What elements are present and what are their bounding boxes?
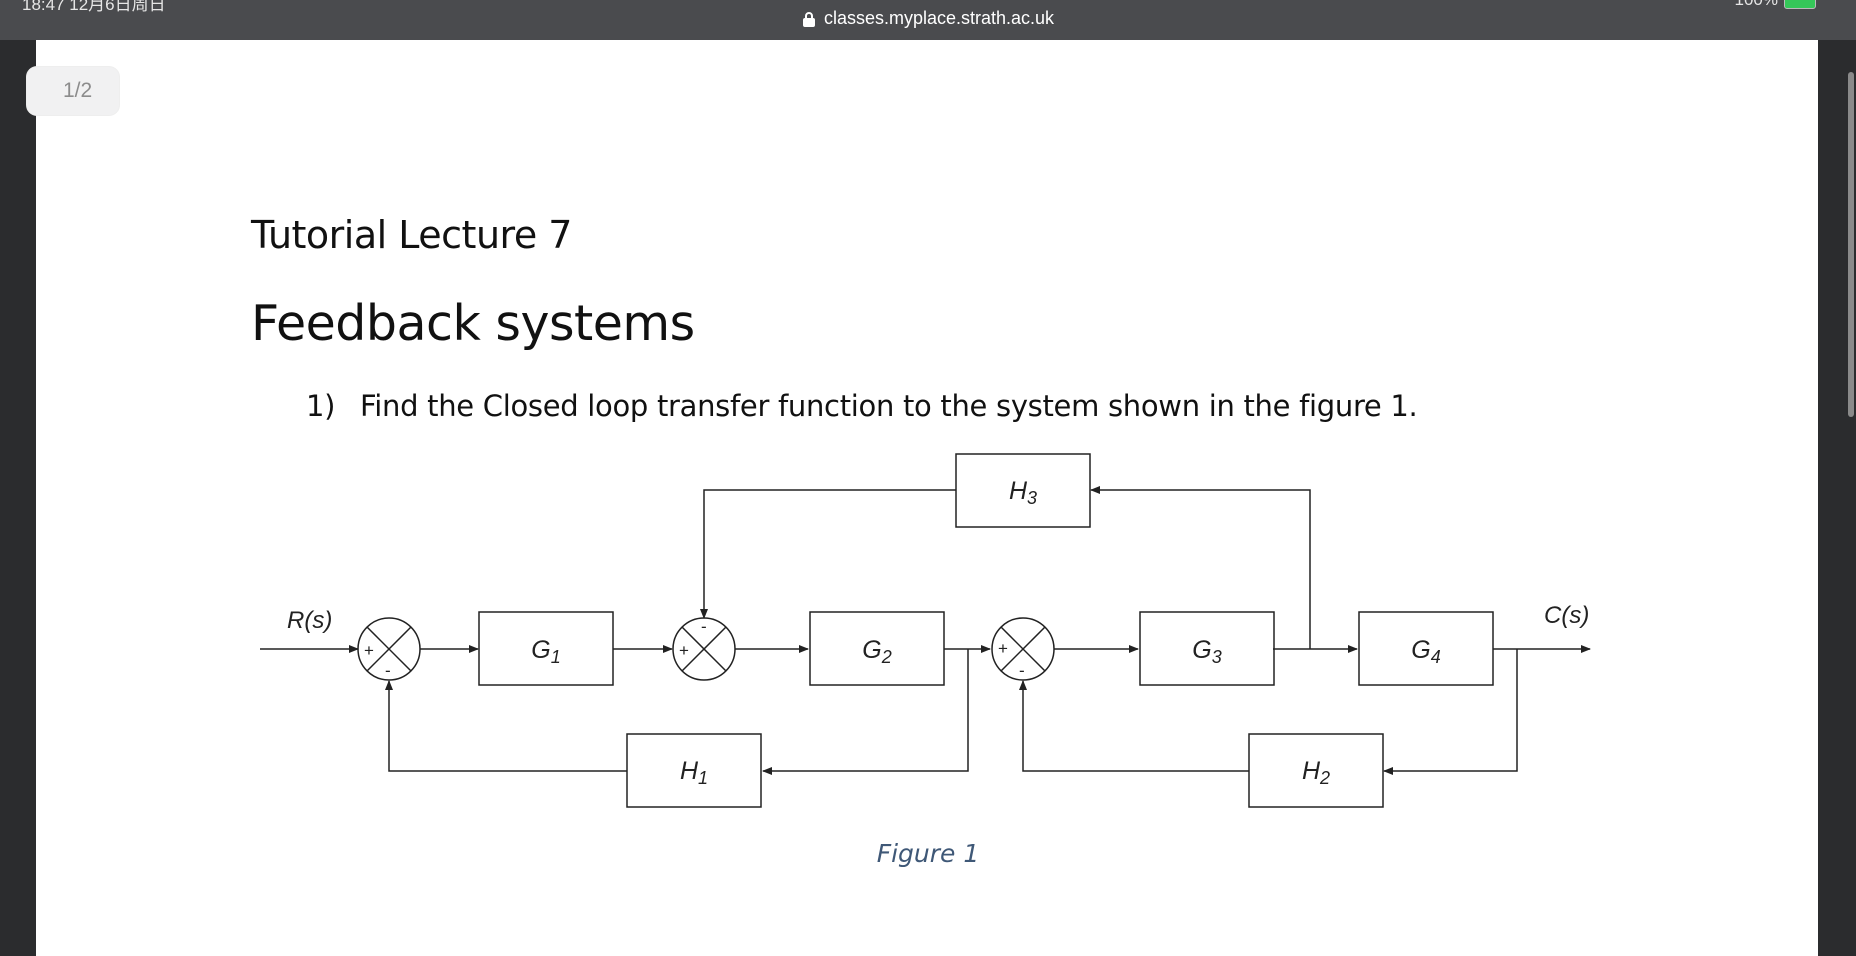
figure-caption: Figure 1 xyxy=(876,839,980,868)
feedback-line-h2 xyxy=(1383,649,1518,775)
block-g3 xyxy=(1139,611,1275,686)
block-g2 xyxy=(809,611,945,686)
page-indicator: 1/2 xyxy=(27,67,119,115)
url-text: classes.myplace.strath.ac.uk xyxy=(823,8,1055,28)
lock-icon xyxy=(802,11,815,27)
label-g4: G4 xyxy=(1411,636,1440,667)
input-label: R(s) xyxy=(287,607,332,634)
label-g3: G3 xyxy=(1192,636,1221,667)
sign-plus: + xyxy=(679,641,689,660)
question-text: Find the Closed loop transfer function t… xyxy=(360,389,1418,423)
label-h1: H1 xyxy=(680,757,708,788)
summing-junction-2 xyxy=(672,617,736,681)
battery-icon xyxy=(1784,0,1816,9)
sign-plus: + xyxy=(364,641,374,660)
feedback-line-h1 xyxy=(762,649,969,775)
browser-top-bar: 18:47 12月6日周日 classes.myplace.strath.ac.… xyxy=(0,0,1856,40)
lecture-subtitle: Tutorial Lecture 7 xyxy=(251,213,572,257)
feedback-line-h2 xyxy=(1019,680,1249,772)
sign-minus: - xyxy=(701,617,707,636)
question-number: 1) xyxy=(306,389,336,423)
feedback-line-h3 xyxy=(1090,486,1311,649)
feedback-line-h1 xyxy=(385,680,627,772)
block-g1 xyxy=(478,611,614,686)
feedback-line-h3 xyxy=(700,489,956,619)
sign-minus: - xyxy=(1019,661,1025,680)
block-h1 xyxy=(626,733,762,808)
summing-junction-3 xyxy=(991,617,1055,681)
label-g1: G1 xyxy=(531,636,560,667)
battery-percent: 100% xyxy=(1735,0,1778,10)
output-label: C(s) xyxy=(1544,602,1589,629)
document-page xyxy=(36,40,1818,956)
label-h2: H2 xyxy=(1302,757,1330,788)
sign-plus: + xyxy=(998,639,1008,658)
sign-minus: - xyxy=(385,661,391,680)
block-h3 xyxy=(955,453,1091,528)
question-1: 1) Find the Closed loop transfer functio… xyxy=(306,389,1418,423)
address-bar[interactable]: classes.myplace.strath.ac.uk xyxy=(0,8,1856,29)
label-h3: H3 xyxy=(1009,477,1037,508)
summing-junction-1 xyxy=(357,617,421,681)
page-title: Feedback systems xyxy=(251,295,695,352)
label-g2: G2 xyxy=(862,636,891,667)
scrollbar[interactable] xyxy=(1848,72,1854,417)
block-h2 xyxy=(1248,733,1384,808)
status-indicators: 100% xyxy=(1735,0,1816,10)
block-g4 xyxy=(1358,611,1494,686)
status-time: 18:47 12月6日周日 xyxy=(22,0,166,14)
